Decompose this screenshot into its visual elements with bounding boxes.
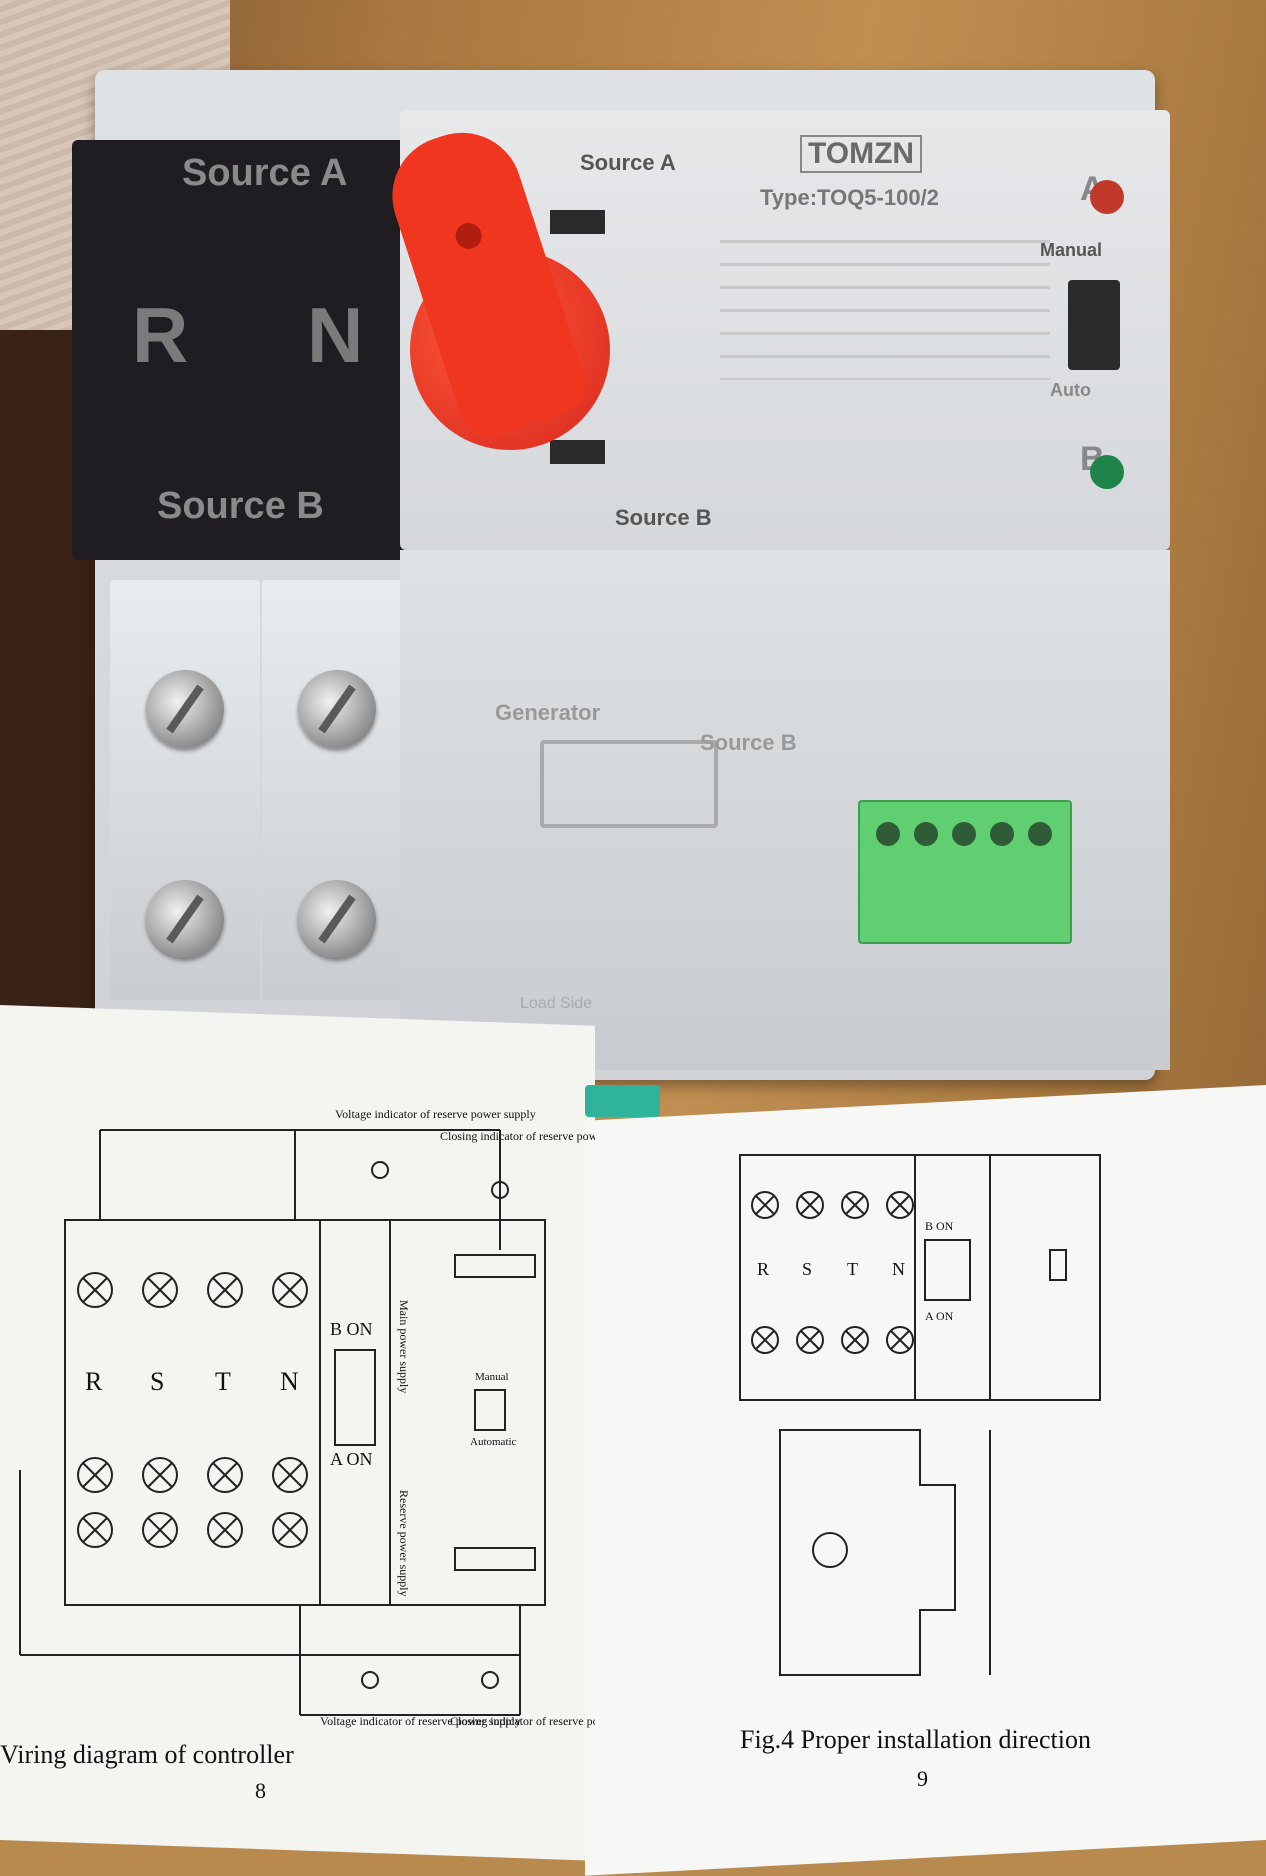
led-b-indicator — [1090, 455, 1124, 489]
bottom-label-1: Voltage indicator of reserve power suppl… — [320, 1714, 521, 1728]
green-terminal-block — [858, 800, 1072, 944]
left-page-caption: Viring diagram of controller — [0, 1740, 294, 1769]
terminal-column-right — [262, 580, 412, 1000]
source-b-label: Source B — [157, 485, 324, 527]
spec-lines — [720, 220, 1050, 380]
manual-auto-switch[interactable] — [1068, 280, 1120, 370]
terminal-hole-icon — [876, 822, 900, 846]
generator-icon — [540, 740, 718, 828]
terminal-hole-icon — [990, 822, 1014, 846]
face-source-b-label: Source B — [615, 505, 712, 530]
auto-mode-label: Auto — [1050, 380, 1091, 400]
terminal-hole-icon — [1028, 822, 1052, 846]
led-a-indicator — [1090, 180, 1124, 214]
rp-phase-s: S — [802, 1259, 812, 1279]
source-a-label: Source A — [182, 152, 348, 194]
terminal-hole-icon — [952, 822, 976, 846]
reserve-supply-label: Reserve power supply — [397, 1490, 411, 1597]
face-source-a-label: Source A — [580, 150, 676, 175]
din-rail-clip — [585, 1085, 660, 1117]
rp-phase-t: T — [847, 1259, 858, 1279]
terminal-screw-icon — [146, 670, 224, 748]
wiring-diagram: Voltage indicator of reserve power suppl… — [19, 1107, 595, 1728]
b-on-label: B ON — [330, 1319, 373, 1339]
top-label-1: Voltage indicator of reserve power suppl… — [335, 1107, 536, 1121]
model-label: Type:TOQ5-100/2 — [760, 185, 939, 210]
a-on-label: A ON — [330, 1449, 373, 1469]
phase-r: R — [85, 1367, 103, 1396]
source-module: Source A R N Source B — [72, 140, 432, 560]
main-supply-label: Main power supply — [397, 1300, 411, 1393]
top-label-2: Closing indicator of reserve power suppl… — [440, 1129, 595, 1143]
manual-mode-label: Manual — [1040, 240, 1103, 260]
phase-r-label: R — [132, 291, 189, 379]
brand-logo: TOMZN — [800, 135, 923, 173]
right-page-caption: Fig.4 Proper installation direction — [740, 1725, 1091, 1754]
rp-b-on: B ON — [925, 1219, 954, 1233]
generator-label: Generator — [495, 700, 601, 725]
terminal-screw-icon — [298, 880, 376, 958]
indicator-window-b — [550, 440, 605, 464]
rp-a-on: A ON — [925, 1309, 954, 1323]
indicator-window-a — [550, 210, 605, 234]
knob-hole-icon — [452, 219, 485, 253]
load-side-label: Load Side — [520, 995, 593, 1012]
phase-s: S — [150, 1367, 164, 1396]
manual-label: Manual — [475, 1371, 509, 1383]
rp-phase-r: R — [757, 1259, 769, 1279]
automatic-label: Automatic — [470, 1436, 517, 1448]
terminal-screw-icon — [146, 880, 224, 958]
terminal-hole-icon — [914, 822, 938, 846]
installation-terminals — [751, 1191, 914, 1354]
bottom-label-2: Closing indicator of reserve power suppl… — [450, 1714, 595, 1728]
rp-phase-n: N — [892, 1259, 905, 1279]
left-page-number: 8 — [255, 1778, 266, 1803]
right-page-number: 9 — [917, 1766, 928, 1791]
wiring-terminals — [77, 1272, 308, 1548]
lower-source-b-label: Source B — [700, 730, 797, 755]
terminal-column-left — [110, 580, 260, 1000]
phase-n-label: N — [307, 291, 364, 379]
installation-diagram: R S T N B ON A ON — [739, 1154, 1101, 1676]
phase-n: N — [280, 1367, 299, 1396]
terminal-screw-icon — [298, 670, 376, 748]
phase-t: T — [215, 1367, 231, 1396]
